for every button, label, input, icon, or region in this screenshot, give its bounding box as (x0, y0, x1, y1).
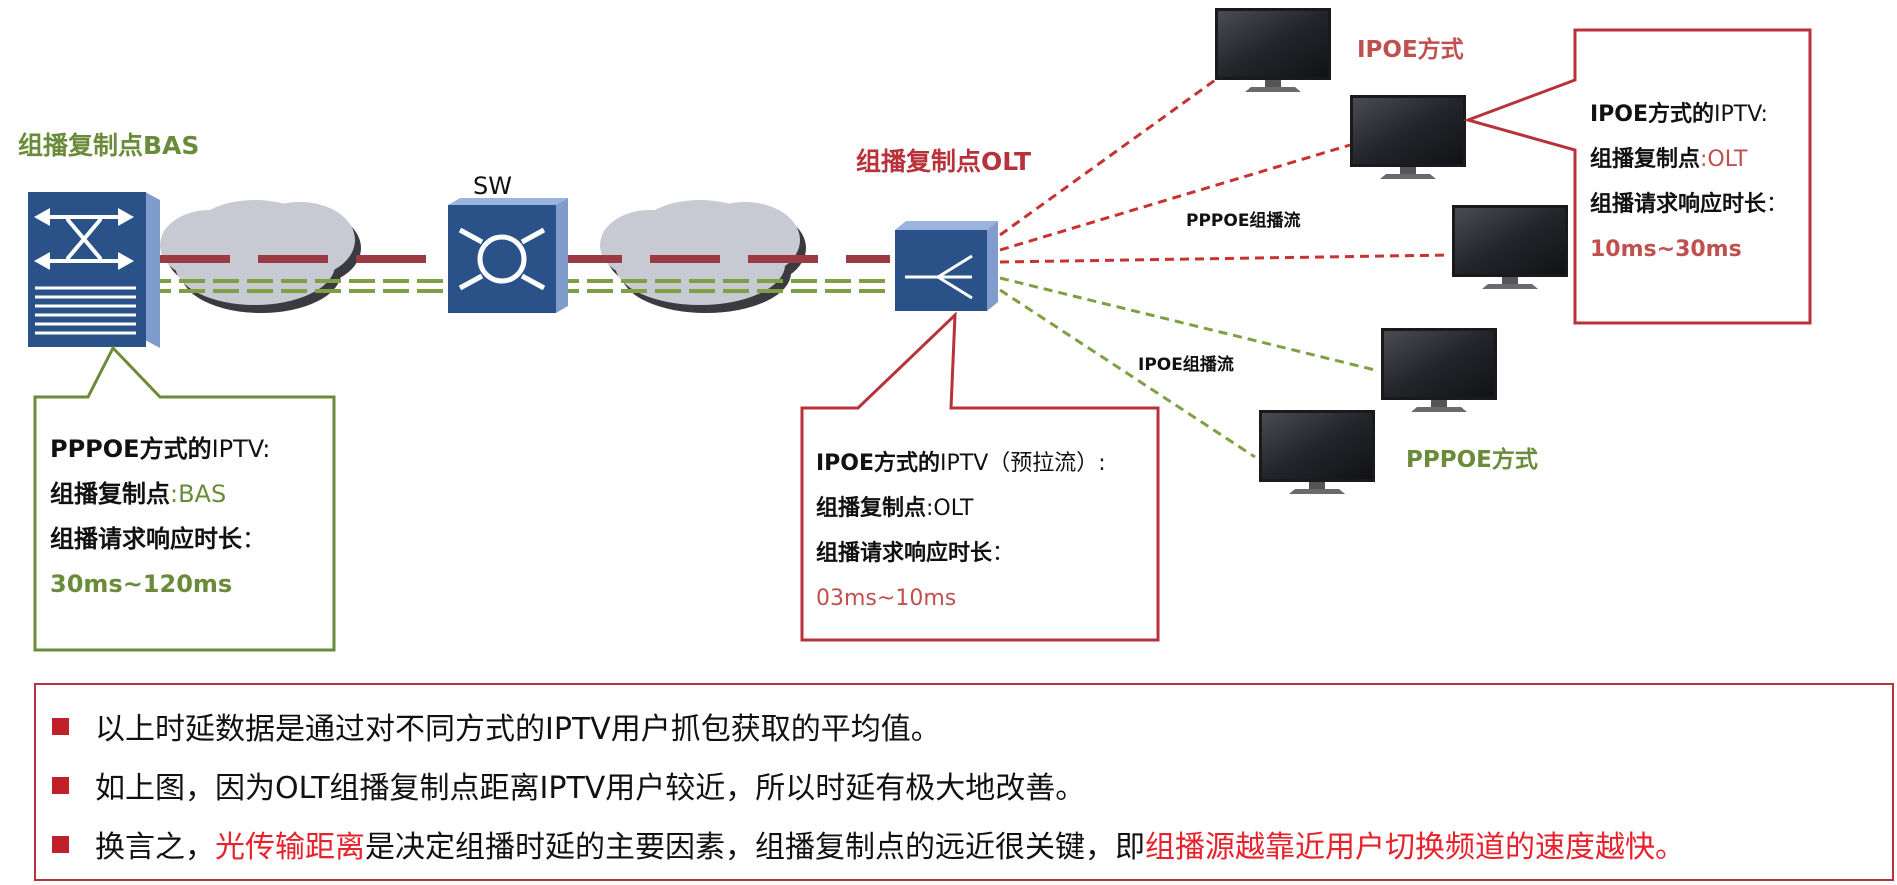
olt-title: 组播复制点OLT (856, 147, 1032, 176)
olt-callout-latency-label: 组播请求响应时长： (816, 541, 1015, 566)
bas-device-icon (28, 192, 160, 348)
tv-icon (1350, 95, 1466, 179)
olt-callout-heading: IPOE方式的IPTV（预拉流）: (816, 451, 1106, 476)
olt-callout-point: 组播复制点:OLT (816, 496, 974, 521)
bas-callout-point: 组播复制点:BAS (50, 480, 227, 508)
olt-callout-border (800, 311, 1160, 642)
note-line-1: 以上时延数据是通过对不同方式的IPTV用户抓包获取的平均值。 (52, 704, 941, 748)
bas-title: 组播复制点BAS (18, 131, 200, 160)
bas-callout-heading: PPPOE方式的IPTV: (50, 435, 271, 463)
pppoe-flow-label: PPPOE组播流 (1186, 211, 1301, 231)
tv-icon (1259, 410, 1375, 494)
ipoe-flow-label: IPOE组播流 (1138, 355, 1234, 375)
tv-callout-point: 组播复制点:OLT (1590, 147, 1748, 172)
tv-icon (1215, 8, 1331, 92)
olt-callout: IPOE方式的IPTV（预拉流）: 组播复制点:OLT 组播请求响应时长： 03… (816, 441, 1106, 621)
bullet-square-icon (52, 777, 69, 794)
olt-device-icon (895, 221, 998, 311)
tv-callout: IPOE方式的IPTV: 组播复制点:OLT 组播请求响应时长： 10ms~30… (1590, 92, 1788, 272)
bas-callout-border (33, 345, 336, 652)
tv-icon (1452, 205, 1568, 289)
sw-device-icon (448, 198, 568, 313)
bas-callout-latency-label: 组播请求响应时长： (50, 525, 266, 553)
pppoe-distribution-lines (999, 76, 1451, 264)
tv-callout-latency-label: 组播请求响应时长： (1590, 192, 1789, 217)
ipoe-distribution-lines (999, 276, 1376, 459)
bullet-square-icon (52, 836, 69, 853)
tv-icon (1381, 328, 1497, 412)
bas-callout: PPPOE方式的IPTV: 组播复制点:BAS 组播请求响应时长： 30ms~1… (50, 427, 270, 607)
bas-callout-latency-value: 30ms~120ms (50, 570, 233, 598)
olt-callout-latency-value: 03ms~10ms (816, 586, 957, 611)
note-line-2: 如上图，因为OLT组播复制点距离IPTV用户较近，所以时延有极大地改善。 (52, 763, 1085, 807)
notes-box-border (34, 683, 1894, 881)
sw-label: SW (473, 172, 512, 200)
ipoe-tv-label: IPOE方式 (1357, 37, 1464, 63)
tv-callout-heading: IPOE方式的IPTV: (1590, 102, 1768, 127)
note-line-3: 换言之，光传输距离是决定组播时延的主要因素，组播复制点的远近很关键，即组播源越靠… (52, 822, 1685, 866)
tv-callout-latency-value: 10ms~30ms (1590, 237, 1742, 262)
pppoe-tv-label: PPPOE方式 (1406, 447, 1538, 473)
tv-callout-border (1463, 28, 1812, 325)
bullet-square-icon (52, 718, 69, 735)
